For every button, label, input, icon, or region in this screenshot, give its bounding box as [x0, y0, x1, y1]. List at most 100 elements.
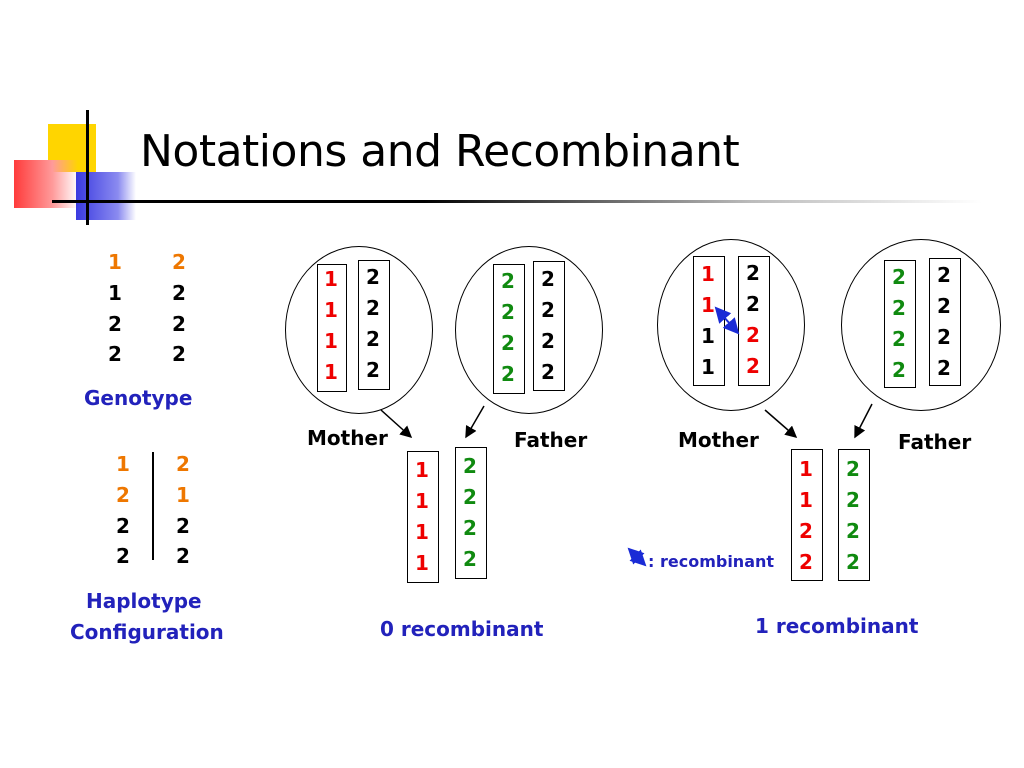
- child-chromosome: [455, 447, 487, 579]
- allele: 2: [746, 354, 760, 378]
- child-chromosome: [791, 449, 823, 581]
- child-chromosome-alleles: 1 1 2 2: [791, 454, 821, 578]
- father-circle: [455, 246, 603, 414]
- allele: 2: [541, 298, 555, 322]
- allele: 2: [746, 261, 760, 285]
- father-chromosome: [493, 264, 525, 394]
- father-chromosome: [884, 260, 916, 388]
- mother-chromosome-alleles: 1 1 1 1: [693, 259, 723, 383]
- allele: 1: [415, 458, 429, 482]
- haplotype-cell: 1: [176, 483, 190, 507]
- allele: 2: [892, 358, 906, 382]
- mother-chromosome-alleles: 1 1 1 1: [316, 264, 346, 388]
- allele: 2: [746, 292, 760, 316]
- genotype-cell: 2: [172, 312, 186, 336]
- recombinant-count-caption: 1 recombinant: [755, 614, 919, 638]
- haplotype-cell: 2: [116, 514, 130, 538]
- recombination-arrow-icon: [714, 306, 740, 335]
- child-chromosome-alleles: 2 2 2 2: [838, 454, 868, 578]
- mother-chromosome: [358, 260, 390, 390]
- father-chromosome: [929, 258, 961, 386]
- haplotype-label: Haplotype: [86, 589, 202, 613]
- haplotype-cell: 2: [116, 544, 130, 568]
- allele: 1: [415, 489, 429, 513]
- mother-to-child-arrow: [764, 409, 798, 438]
- genotype-cell: 2: [172, 281, 186, 305]
- allele: 1: [324, 298, 338, 322]
- allele: 2: [892, 296, 906, 320]
- allele: 2: [937, 263, 951, 287]
- allele: 1: [324, 267, 338, 291]
- allele: 1: [701, 262, 715, 286]
- genotype-cell: 2: [108, 342, 122, 366]
- allele: 2: [937, 325, 951, 349]
- allele: 2: [463, 454, 477, 478]
- genotype-cell: 2: [108, 312, 122, 336]
- allele: 1: [324, 360, 338, 384]
- allele: 2: [501, 331, 515, 355]
- mother-label: Mother: [678, 428, 759, 452]
- haplotype-cell: 2: [116, 483, 130, 507]
- allele: 1: [799, 457, 813, 481]
- father-to-child-arrow: [465, 405, 485, 439]
- child-chromosome: [407, 451, 439, 583]
- allele: 2: [501, 300, 515, 324]
- allele: 2: [846, 488, 860, 512]
- father-label: Father: [514, 428, 588, 452]
- allele: 2: [501, 269, 515, 293]
- allele: 2: [846, 457, 860, 481]
- allele: 2: [366, 327, 380, 351]
- allele: 2: [463, 485, 477, 509]
- allele: 2: [892, 265, 906, 289]
- haplotype-label-2: Configuration: [70, 620, 224, 644]
- father-chromosome-alleles: 2 2 2 2: [884, 262, 914, 386]
- allele: 2: [541, 360, 555, 384]
- genotype-cell: 2: [172, 342, 186, 366]
- allele: 1: [415, 520, 429, 544]
- mother-circle: [657, 239, 805, 411]
- mother-chromosome-alleles: 2 2 2 2: [358, 262, 388, 386]
- allele: 1: [799, 488, 813, 512]
- allele: 2: [846, 519, 860, 543]
- allele: 2: [799, 519, 813, 543]
- mother-to-child-arrow: [380, 409, 413, 439]
- allele: 1: [324, 329, 338, 353]
- father-chromosome: [533, 261, 565, 391]
- genotype-label: Genotype: [84, 386, 193, 410]
- allele: 2: [937, 356, 951, 380]
- haplotype-cell: 1: [116, 452, 130, 476]
- recombinant-legend-label: : recombinant: [648, 552, 775, 571]
- father-label: Father: [898, 430, 972, 454]
- father-to-child-arrow: [854, 403, 873, 439]
- allele: 1: [701, 324, 715, 348]
- allele: 2: [501, 362, 515, 386]
- allele: 2: [937, 294, 951, 318]
- allele: 2: [366, 265, 380, 289]
- child-chromosome-alleles: 1 1 1 1: [407, 455, 437, 579]
- father-chromosome-alleles: 2 2 2 2: [533, 264, 563, 388]
- allele: 2: [463, 516, 477, 540]
- mother-label: Mother: [307, 426, 388, 450]
- allele: 1: [701, 355, 715, 379]
- genotype-cell: 2: [172, 250, 186, 274]
- mother-chromosome: [317, 264, 347, 392]
- vertical-rule: [86, 110, 89, 225]
- genotype-cell: 1: [108, 281, 122, 305]
- allele: 2: [541, 329, 555, 353]
- allele: 2: [892, 327, 906, 351]
- mother-chromosome-alleles: 2 2 2 2: [738, 258, 768, 382]
- haplotype-cell: 2: [176, 514, 190, 538]
- allele: 2: [541, 267, 555, 291]
- father-chromosome-alleles: 2 2 2 2: [493, 266, 523, 390]
- title-underline: [52, 200, 982, 203]
- allele: 2: [846, 550, 860, 574]
- mother-circle: [285, 246, 433, 414]
- allele: 2: [366, 296, 380, 320]
- haplotype-cell: 2: [176, 452, 190, 476]
- page-title: Notations and Recombinant: [140, 126, 740, 177]
- father-chromosome-alleles: 2 2 2 2: [929, 260, 959, 384]
- recombinant-count-caption: 0 recombinant: [380, 617, 544, 641]
- allele: 1: [701, 293, 715, 317]
- child-chromosome-alleles: 2 2 2 2: [455, 451, 485, 575]
